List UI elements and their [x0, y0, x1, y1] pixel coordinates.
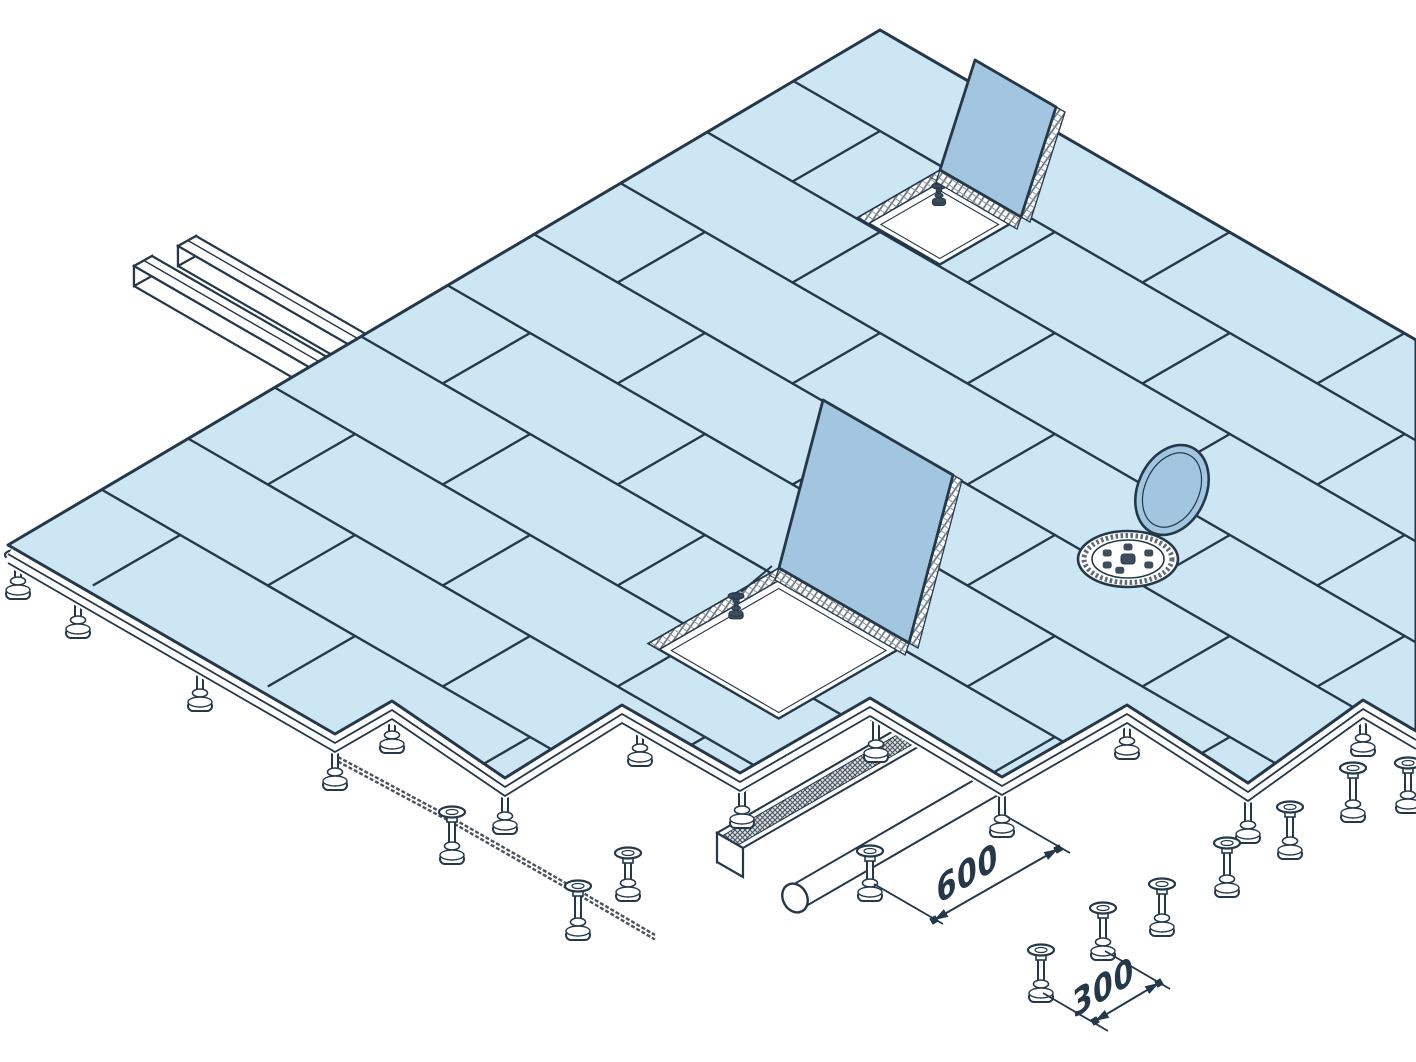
- pedestal: [563, 879, 593, 941]
- pedestal: [1212, 836, 1242, 898]
- stringer-rail: [337, 760, 656, 941]
- pipe-end-cap: [781, 882, 809, 914]
- lifted-panel-large: [774, 398, 963, 656]
- fittings-layer: [727, 58, 1210, 656]
- dimension-line-600: [873, 815, 1071, 925]
- floor-surface: [6, 28, 1416, 785]
- pedestal: [1088, 901, 1118, 961]
- pedestal: [613, 846, 643, 902]
- pedestal: [1147, 877, 1177, 937]
- stringer-rail: [337, 755, 656, 937]
- pedestal: [727, 592, 745, 620]
- pedestal: [855, 844, 885, 902]
- pedestal: [1026, 943, 1056, 1003]
- pedestal: [1393, 756, 1416, 814]
- lifted-panel-small: [935, 58, 1066, 230]
- dimensions-layer: [873, 815, 1171, 1032]
- dimension-line-300: [1042, 950, 1171, 1032]
- cable-grommet: [1076, 443, 1210, 589]
- pedestal: [437, 805, 467, 865]
- pedestal: [1338, 761, 1368, 823]
- floor-layer: [2, 28, 1416, 803]
- pedestal: [1275, 800, 1305, 860]
